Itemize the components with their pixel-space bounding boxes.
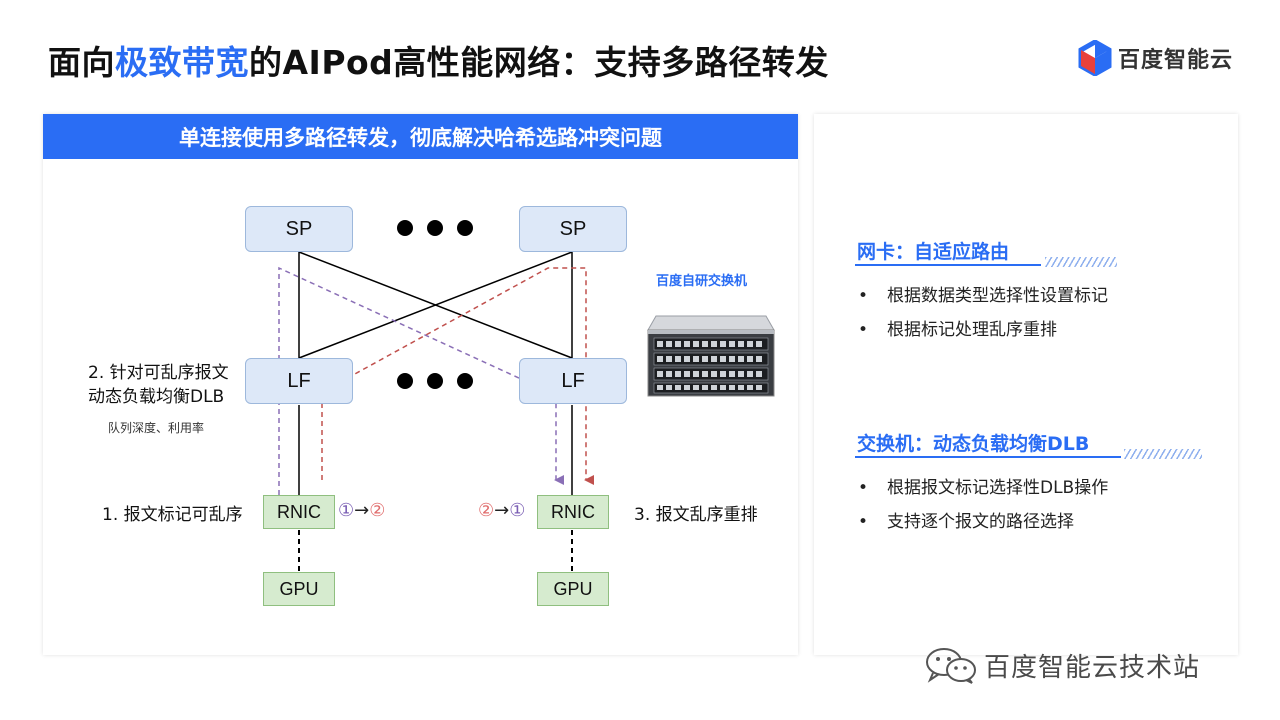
nic-section-heading: 网卡：自适应路由 xyxy=(857,241,1010,263)
list-item: 支持逐个报文的路径选择 xyxy=(858,505,1108,539)
spine-switch-left: SP xyxy=(245,206,353,252)
seq-right-second: ① xyxy=(509,500,526,521)
reorder-label: 3. 报文乱序重排 xyxy=(634,505,758,525)
summary-panel xyxy=(814,114,1238,655)
switch-heading-hatch xyxy=(1124,449,1202,459)
ellipsis-leaf-dots xyxy=(397,373,473,389)
sequence-right: ②→① xyxy=(478,500,525,521)
switch-heading-underline xyxy=(855,456,1121,458)
list-item: 根据数据类型选择性设置标记 xyxy=(858,279,1108,313)
baidu-cloud-hexagon-icon xyxy=(1078,40,1112,76)
switch-server-image xyxy=(647,315,775,397)
gpu-right: GPU xyxy=(537,572,609,606)
dlb-sub-label: 队列深度、利用率 xyxy=(108,421,205,435)
rnic-right: RNIC xyxy=(537,495,609,529)
nic-heading-underline xyxy=(855,264,1041,266)
seq-left-arrow: → xyxy=(354,500,370,521)
switch-label: 百度自研交换机 xyxy=(656,274,748,289)
page-title: 面向极致带宽的AIPod高性能网络：支持多路径转发 xyxy=(48,36,829,84)
panel-banner: 单连接使用多路径转发，彻底解决哈希选路冲突问题 xyxy=(43,114,798,159)
title-prefix: 面向 xyxy=(48,43,115,82)
leaf-switch-right: LF xyxy=(519,358,627,404)
list-item: 根据报文标记选择性DLB操作 xyxy=(858,471,1108,505)
seq-right-first: ② xyxy=(478,500,495,521)
list-item: 根据标记处理乱序重排 xyxy=(858,313,1108,347)
seq-left-first: ① xyxy=(338,500,355,521)
sequence-left: ①→② xyxy=(338,500,385,521)
switch-section-heading: 交换机：动态负载均衡DLB xyxy=(857,433,1090,455)
watermark-text: 百度智能云技术站 xyxy=(984,652,1201,683)
nic-heading-hatch xyxy=(1045,257,1117,267)
dlb-label-line2: 动态负载均衡DLB xyxy=(88,387,225,407)
watermark: 百度智能云技术站 xyxy=(924,645,1200,685)
switch-bullet-list: 根据报文标记选择性DLB操作 支持逐个报文的路径选择 xyxy=(858,471,1108,539)
title-highlight: 极致带宽 xyxy=(115,43,249,82)
title-suffix: 的AIPod高性能网络：支持多路径转发 xyxy=(249,43,829,82)
ellipsis-spine-dots xyxy=(397,220,473,236)
logo-text: 百度智能云 xyxy=(1118,48,1234,73)
nic-bullet-list: 根据数据类型选择性设置标记 根据标记处理乱序重排 xyxy=(858,279,1108,347)
mark-label: 1. 报文标记可乱序 xyxy=(102,505,243,525)
seq-left-second: ② xyxy=(369,500,386,521)
dlb-label-line1: 2. 针对可乱序报文 xyxy=(88,363,229,383)
spine-switch-right: SP xyxy=(519,206,627,252)
rnic-left: RNIC xyxy=(263,495,335,529)
seq-right-arrow: → xyxy=(494,500,510,521)
brand-logo: 百度智能云 xyxy=(1078,38,1233,78)
wechat-icon xyxy=(926,648,976,684)
leaf-switch-left: LF xyxy=(245,358,353,404)
gpu-left: GPU xyxy=(263,572,335,606)
